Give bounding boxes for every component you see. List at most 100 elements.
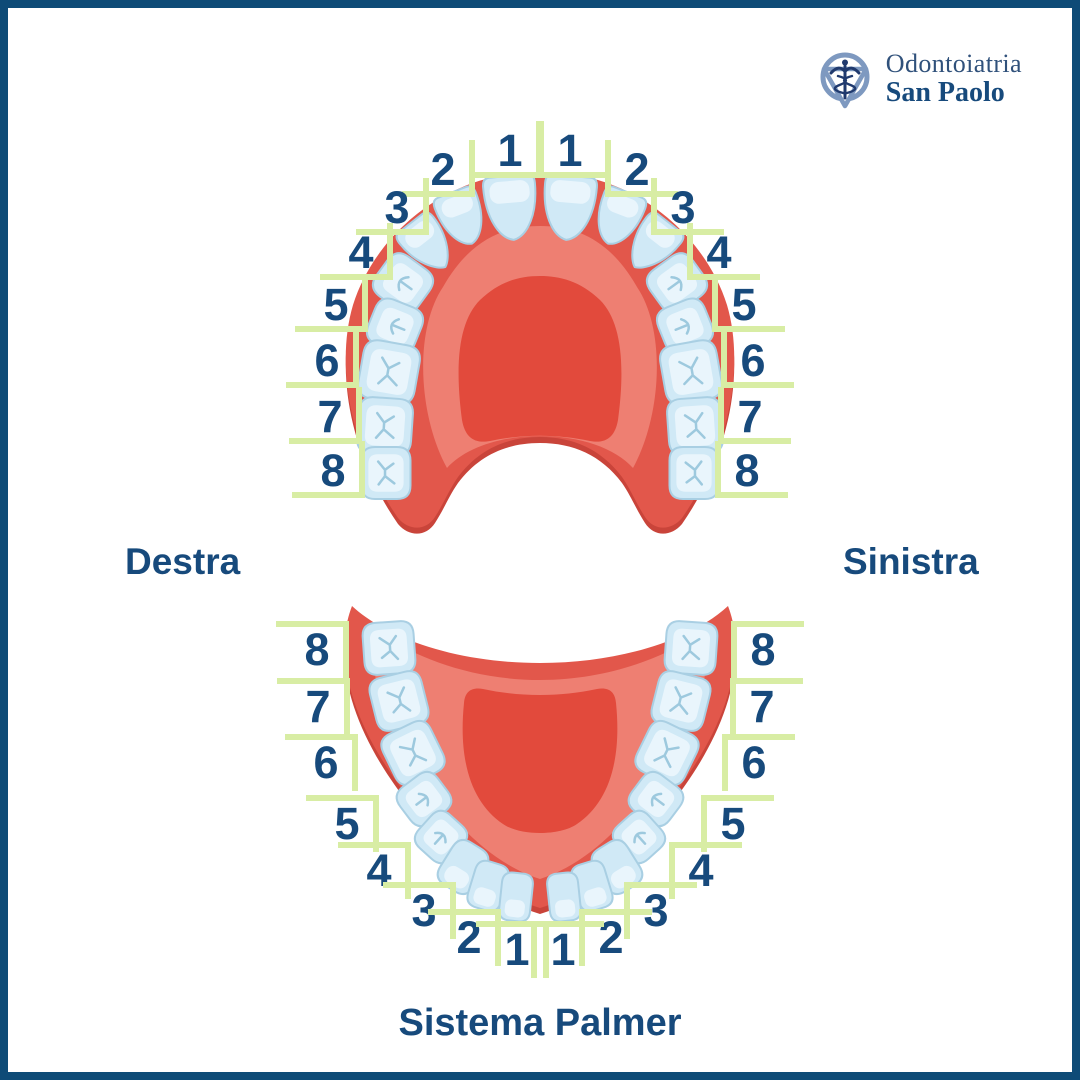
tooth-lower-sinistra-5-fissure (650, 792, 665, 807)
palmer-bracket-upper-sinistra-4 (687, 223, 760, 280)
tooth-lower-destra-7 (368, 670, 430, 732)
tooth-upper-sinistra-8 (668, 446, 720, 500)
tooth-lower-destra-1 (498, 871, 534, 923)
tooth-upper-sinistra-7-fissure (683, 411, 706, 439)
label-sinistra: Sinistra (843, 541, 979, 582)
lower-arch-palate-dark (462, 688, 618, 833)
tooth-lower-destra-2 (466, 859, 510, 913)
tooth-upper-destra-2-highlight (441, 193, 473, 218)
palmer-bracket-lower-destra-7 (277, 678, 350, 735)
palmer-number-upper-destra-7: 7 (317, 391, 342, 442)
palmer-bracket-lower-sinistra-2 (579, 909, 652, 966)
tooth-upper-destra-8 (360, 446, 412, 500)
tooth-lower-destra-4-fissure (433, 831, 447, 845)
palmer-bracket-upper-destra-6 (286, 331, 359, 388)
palmer-number-upper-sinistra-2: 2 (624, 144, 649, 195)
upper-arch-palate-dark (458, 276, 622, 442)
logo-text: Odontoiatria San Paolo (885, 48, 1022, 108)
label-destra: Destra (125, 541, 241, 582)
tooth-lower-sinistra-8-fissure (681, 634, 701, 661)
tooth-upper-sinistra-7 (666, 396, 724, 456)
palmer-number-upper-destra-4: 4 (348, 227, 373, 278)
palmer-number-lower-destra-5: 5 (334, 798, 359, 849)
palmer-number-upper-sinistra-7: 7 (737, 391, 762, 442)
tooth-upper-sinistra-2 (597, 185, 648, 245)
tooth-upper-destra-7 (356, 396, 414, 456)
tooth-upper-sinistra-6-fissure (678, 356, 704, 386)
palmer-bracket-lower-sinistra-6 (722, 734, 795, 791)
tooth-upper-sinistra-1-highlight (550, 180, 591, 204)
palmer-number-upper-destra-1: 1 (497, 125, 522, 176)
palmer-number-lower-sinistra-5: 5 (720, 798, 745, 849)
palmer-bracket-upper-destra-5 (295, 275, 368, 332)
tooth-lower-destra-1-highlight (504, 899, 525, 918)
tooth-lower-sinistra-7 (650, 670, 712, 732)
tooth-upper-destra-1 (482, 173, 537, 241)
tooth-lower-destra-6 (380, 719, 446, 787)
tooth-upper-destra-5-fissure (390, 318, 406, 335)
palmer-bracket-lower-destra-3 (383, 882, 456, 939)
logo-line1: Odontoiatria (885, 48, 1022, 78)
label-sistema-palmer: Sistema Palmer (398, 1002, 682, 1044)
palmer-bracket-upper-sinistra-1 (538, 121, 611, 178)
palmer-number-upper-sinistra-4: 4 (706, 227, 731, 278)
palmer-bracket-upper-destra-8 (292, 441, 365, 498)
palmer-bracket-lower-destra-6 (285, 734, 358, 791)
tooth-lower-sinistra-6-fissure (653, 737, 680, 769)
tooth-lower-destra-2-highlight (473, 887, 496, 907)
tooth-lower-destra-6-fissure (398, 737, 428, 767)
tooth-upper-destra-6 (357, 339, 421, 405)
tooth-lower-destra-5-fissure (415, 792, 430, 807)
tooth-lower-sinistra-1 (546, 871, 582, 923)
palmer-bracket-upper-destra-3 (356, 178, 429, 235)
tooth-lower-sinistra-2-highlight (584, 887, 607, 907)
tooth-upper-destra-4-fissure (397, 276, 413, 292)
palmer-number-upper-destra-5: 5 (323, 279, 348, 330)
palmer-number-lower-sinistra-6: 6 (741, 737, 766, 788)
palmer-number-lower-sinistra-8: 8 (750, 624, 775, 675)
palmer-number-lower-destra-7: 7 (305, 681, 330, 732)
tooth-upper-sinistra-1 (543, 173, 598, 241)
palmer-bracket-lower-sinistra-5 (701, 795, 774, 852)
tooth-lower-sinistra-8 (663, 620, 719, 676)
palmer-number-lower-sinistra-7: 7 (749, 681, 774, 732)
palmer-number-lower-sinistra-2: 2 (598, 912, 623, 963)
tooth-lower-sinistra-6 (634, 719, 700, 787)
palmer-bracket-upper-sinistra-6 (721, 331, 794, 388)
tooth-upper-destra-6-fissure (377, 356, 401, 387)
palmer-number-lower-destra-6: 6 (313, 737, 338, 788)
palmer-number-lower-destra-4: 4 (366, 845, 391, 896)
palmer-bracket-lower-sinistra-7 (730, 678, 803, 735)
palmer-bracket-lower-destra-8 (276, 621, 349, 678)
tooth-lower-destra-7-fissure (386, 686, 412, 714)
palmer-number-upper-destra-8: 8 (320, 445, 345, 496)
palmer-bracket-lower-destra-4 (338, 842, 411, 899)
logo: Odontoiatria San Paolo (814, 48, 1022, 110)
palmer-number-upper-sinistra-8: 8 (734, 445, 759, 496)
tooth-upper-destra-1-highlight (489, 180, 530, 204)
palmer-number-lower-destra-2: 2 (456, 912, 481, 963)
tooth-lower-sinistra-7-fissure (669, 686, 693, 715)
palmer-bracket-lower-sinistra-1 (531, 921, 604, 978)
logo-line2: San Paolo (885, 76, 1005, 108)
palmer-bracket-upper-sinistra-5 (712, 275, 785, 332)
tooth-upper-sinistra-8-fissure (684, 460, 704, 486)
palmer-bracket-lower-sinistra-3 (624, 882, 697, 939)
tooth-upper-sinistra-6 (659, 339, 723, 405)
palmer-number-upper-sinistra-5: 5 (731, 279, 756, 330)
palmer-number-lower-sinistra-1: 1 (550, 924, 575, 975)
palmer-number-upper-sinistra-1: 1 (557, 125, 582, 176)
tooth-upper-destra-7-fissure (374, 411, 396, 440)
palmer-bracket-lower-destra-2 (428, 909, 501, 966)
tooth-lower-sinistra-4-fissure (633, 831, 647, 845)
tooth-upper-sinistra-5-fissure (674, 318, 690, 335)
tooth-upper-sinistra-2-highlight (607, 193, 639, 218)
palmer-number-lower-destra-8: 8 (304, 624, 329, 675)
palmer-bracket-lower-sinistra-4 (669, 842, 742, 899)
